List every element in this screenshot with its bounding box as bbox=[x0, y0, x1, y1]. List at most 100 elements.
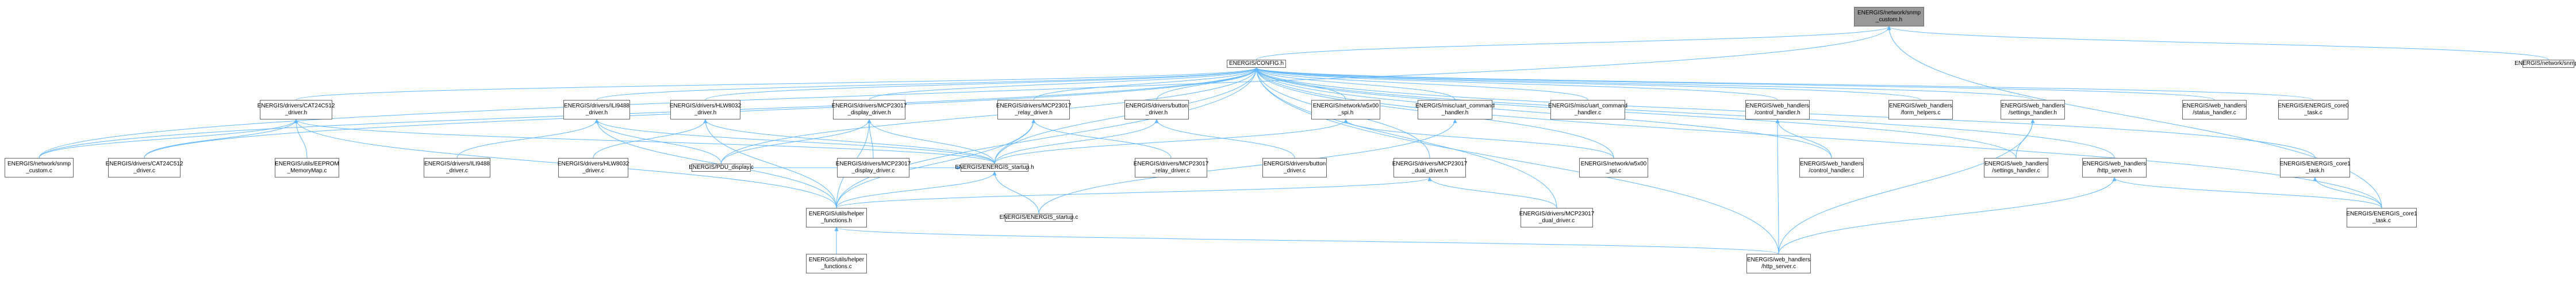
node-label-line-2: _spi.c bbox=[1606, 168, 1622, 174]
node-label-line-1: ENERGIS/misc/uart_command bbox=[1548, 103, 1627, 109]
node-label-line-2: _functions.c bbox=[821, 264, 852, 270]
edge-http_c-to-helper_h bbox=[834, 227, 1779, 254]
node-label-line-2: _driver.c bbox=[1284, 168, 1306, 174]
edge-hlw8032-to-config bbox=[705, 67, 1258, 101]
node-label-line-1: ENERGIS/web_handlers bbox=[2082, 161, 2147, 167]
node-helper-functions-h[interactable]: ENERGIS/utils/helper _functions.h bbox=[806, 208, 867, 227]
edge-core1_c-to-http_h bbox=[2112, 177, 2382, 208]
edge-snmp_custom_c-to-root bbox=[39, 26, 1891, 159]
node-eeprom-memorymap-c[interactable]: ENERGIS/utils/EEPROM _MemoryMap.c bbox=[275, 158, 339, 177]
edge-eeprom-to-cat24 bbox=[294, 119, 308, 159]
edge-ili9488-to-config bbox=[596, 67, 1258, 101]
node-ili9488-driver-c[interactable]: ENERGIS/drivers/ILI9488 _driver.c bbox=[424, 158, 490, 177]
node-helper-functions-c[interactable]: ENERGIS/utils/helper _functions.c bbox=[806, 254, 867, 273]
node-mcp23017-display-driver-c[interactable]: ENERGIS/drivers/MCP23017 _display_driver… bbox=[835, 158, 911, 177]
node-label-line-1: ENERGIS/drivers/MCP23017 bbox=[831, 103, 907, 109]
edge-button_c-to-button_h bbox=[1154, 119, 1295, 159]
node-label-line-2: _dual_driver.h bbox=[1411, 168, 1448, 174]
node-mcp23017-dual-driver-h[interactable]: ENERGIS/drivers/MCP23017 _dual_driver.h bbox=[1392, 158, 1468, 177]
node-label-line-1: ENERGIS/web_handlers bbox=[1799, 161, 1864, 167]
edge-http_c-to-ctrl_h bbox=[1775, 119, 1780, 254]
node-label-line-2: _driver.h bbox=[694, 110, 717, 116]
node-cat24c512-driver-c[interactable]: ENERGIS/drivers/CAT24C512 _driver.c bbox=[105, 158, 183, 177]
node-label-line-2: _display_driver.c bbox=[851, 168, 895, 174]
node-label-line-1: ENERGIS/web_handlers bbox=[2001, 103, 2065, 109]
edge-startup_h-to-button_h bbox=[994, 119, 1159, 164]
node-label-line-1: ENERGIS/drivers/HLW8032 bbox=[669, 103, 742, 109]
edge-hlw8032_c-to-hlw8032 bbox=[593, 119, 708, 159]
node-label-line-1: ENERGIS/drivers/MCP23017 bbox=[835, 161, 911, 167]
node-cat24c512-driver-h[interactable]: ENERGIS/drivers/CAT24C512 _driver.h bbox=[258, 100, 335, 119]
edge-mcp_relay-to-config bbox=[1033, 67, 1258, 101]
node-w5x00-spi-h[interactable]: ENERGIS/network/w5x00 _spi.h bbox=[1311, 100, 1380, 119]
edge-helper_h-to-config bbox=[836, 67, 1258, 208]
node-mcp23017-relay-driver-h[interactable]: ENERGIS/drivers/MCP23017 _relay_driver.h bbox=[996, 100, 1071, 119]
edge-mcp_relay_c-to-mcp_relay bbox=[1031, 119, 1172, 159]
edge-helper_h-to-mcp_relay bbox=[836, 119, 1036, 208]
node-energis-core0-task-c[interactable]: ENERGIS/ENERGIS_core0 _task.c bbox=[2278, 100, 2349, 119]
edge-mcp_dual_c-to-mcp_dual_h bbox=[1427, 177, 1557, 208]
node-settings-handler-c[interactable]: ENERGIS/web_handlers /settings_handler.c bbox=[1984, 158, 2048, 177]
node-label-line-2: /settings_handler.c bbox=[1992, 168, 2040, 174]
node-label-line-1: ENERGIS/utils/helper bbox=[808, 257, 865, 263]
node-control-handler-c[interactable]: ENERGIS/web_handlers /control_handler.c bbox=[1799, 158, 1864, 177]
node-label-line-1: ENERGIS/network/w5x00 bbox=[1312, 103, 1379, 109]
node-energis-core1-task-c[interactable]: ENERGIS/ENERGIS_core1 _task.c bbox=[2346, 208, 2417, 227]
node-energis-core1-task-h[interactable]: ENERGIS/ENERGIS_core1 _task.h bbox=[2279, 158, 2351, 177]
node-config-h[interactable]: ENERGIS/CONFIG.h bbox=[1227, 60, 1286, 68]
edge-http_c-to-http_h bbox=[1778, 177, 2117, 254]
node-button-driver-h[interactable]: ENERGIS/drivers/button _driver.h bbox=[1124, 100, 1189, 119]
node-label-line-2: _relay_driver.h bbox=[1015, 110, 1053, 116]
node-status-handler-c[interactable]: ENERGIS/web_handlers /status_handler.c bbox=[2182, 100, 2247, 119]
node-mcp23017-relay-driver-c[interactable]: ENERGIS/drivers/MCP23017 _relay_driver.c bbox=[1133, 158, 1209, 177]
node-http-server-c[interactable]: ENERGIS/web_handlers /http_server.c bbox=[1746, 254, 1811, 273]
node-energis-startup-c[interactable]: ENERGIS/ENERGIS_startup.c bbox=[1000, 214, 1078, 222]
node-label-line-1: ENERGIS/drivers/MCP23017 bbox=[1133, 161, 1209, 167]
node-label-line-1: ENERGIS/drivers/MCP23017 bbox=[1392, 161, 1468, 167]
node-pdu-display-c[interactable]: ENERGIS/PDU_display.c bbox=[689, 164, 754, 172]
edge-pdu_display-to-mcp_disp bbox=[721, 119, 872, 164]
node-snmp-custom-c[interactable]: ENERGIS/network/snmp _custom.c bbox=[5, 158, 74, 177]
edge-helper_h-to-hlw8032 bbox=[703, 119, 837, 208]
node-label-line-1: ENERGIS/drivers/CAT24C512 bbox=[105, 161, 183, 167]
node-mcp23017-display-driver-h[interactable]: ENERGIS/drivers/MCP23017 _display_driver… bbox=[831, 100, 907, 119]
node-label-line-2: _driver.h bbox=[285, 110, 308, 116]
node-label-line-2: _driver.h bbox=[585, 110, 608, 116]
node-label-line-2: _driver.h bbox=[1145, 110, 1168, 116]
node-w5x00-spi-c[interactable]: ENERGIS/network/w5x00 _spi.c bbox=[1579, 158, 1648, 177]
node-label-line-1: ENERGIS/network/snmp.c bbox=[2514, 60, 2576, 67]
node-mcp23017-dual-driver-c[interactable]: ENERGIS/drivers/MCP23017 _dual_driver.c bbox=[1519, 208, 1594, 227]
node-label-line-1: ENERGIS/ENERGIS_core1 bbox=[2346, 211, 2417, 217]
edge-startup_c-to-startup_h bbox=[992, 171, 1039, 214]
edge-cat24-to-config bbox=[295, 67, 1258, 101]
edge-helper_h-to-startup_h bbox=[836, 171, 997, 208]
node-label-line-1: ENERGIS/web_handlers bbox=[1746, 257, 1811, 263]
node-energis-startup-h[interactable]: ENERGIS/ENERGIS_startup.h bbox=[955, 164, 1034, 172]
node-uart-command-handler-h[interactable]: ENERGIS/misc/uart_command _handler.h bbox=[1415, 100, 1495, 119]
node-label-line-2: _driver.c bbox=[133, 168, 155, 174]
edge-startup_c-to-uart_h bbox=[1038, 119, 1457, 214]
edge-http_c-to-settings_h bbox=[1778, 119, 2035, 254]
node-label-line-1: ENERGIS/web_handlers bbox=[2182, 103, 2247, 109]
node-button-driver-c[interactable]: ENERGIS/drivers/button _driver.c bbox=[1262, 158, 1327, 177]
edge-settings_h-to-config bbox=[1254, 67, 2033, 101]
node-label-line-1: ENERGIS/drivers/HLW8032 bbox=[557, 161, 629, 167]
node-control-handler-h[interactable]: ENERGIS/web_handlers /control_handler.h bbox=[1745, 100, 1810, 119]
node-label-line-2: _handler.h bbox=[1441, 110, 1469, 116]
node-label-line-1: ENERGIS/ENERGIS_startup.c bbox=[999, 214, 1078, 221]
node-hlw8032-driver-h[interactable]: ENERGIS/drivers/HLW8032 _driver.h bbox=[669, 100, 742, 119]
node-form-helpers-c[interactable]: ENERGIS/web_handlers /form_helpers.c bbox=[1888, 100, 1953, 119]
node-label-line-1: ENERGIS/web_handlers bbox=[1888, 103, 1953, 109]
node-label-line-2: _driver.c bbox=[446, 168, 468, 174]
node-settings-handler-h[interactable]: ENERGIS/web_handlers /settings_handler.h bbox=[2001, 100, 2065, 119]
node-label-line-1: ENERGIS/network/snmp bbox=[1857, 10, 1921, 16]
node-hlw8032-driver-c[interactable]: ENERGIS/drivers/HLW8032 _driver.c bbox=[557, 158, 629, 177]
node-uart-command-handler-c[interactable]: ENERGIS/misc/uart_command _handler.c bbox=[1548, 100, 1627, 119]
node-snmp-c[interactable]: ENERGIS/network/snmp.c bbox=[2514, 60, 2576, 68]
node-http-server-h[interactable]: ENERGIS/web_handlers /http_server.h bbox=[2082, 158, 2147, 177]
node-label-line-1: ENERGIS/drivers/ILI9488 bbox=[564, 103, 629, 109]
node-label-line-1: ENERGIS/drivers/button bbox=[1263, 161, 1326, 167]
node-ili9488-driver-h[interactable]: ENERGIS/drivers/ILI9488 _driver.h bbox=[563, 100, 630, 119]
node-label-line-2: _custom.c bbox=[26, 168, 52, 174]
edge-ctrl_c-to-ctrl_h bbox=[1775, 119, 1832, 159]
